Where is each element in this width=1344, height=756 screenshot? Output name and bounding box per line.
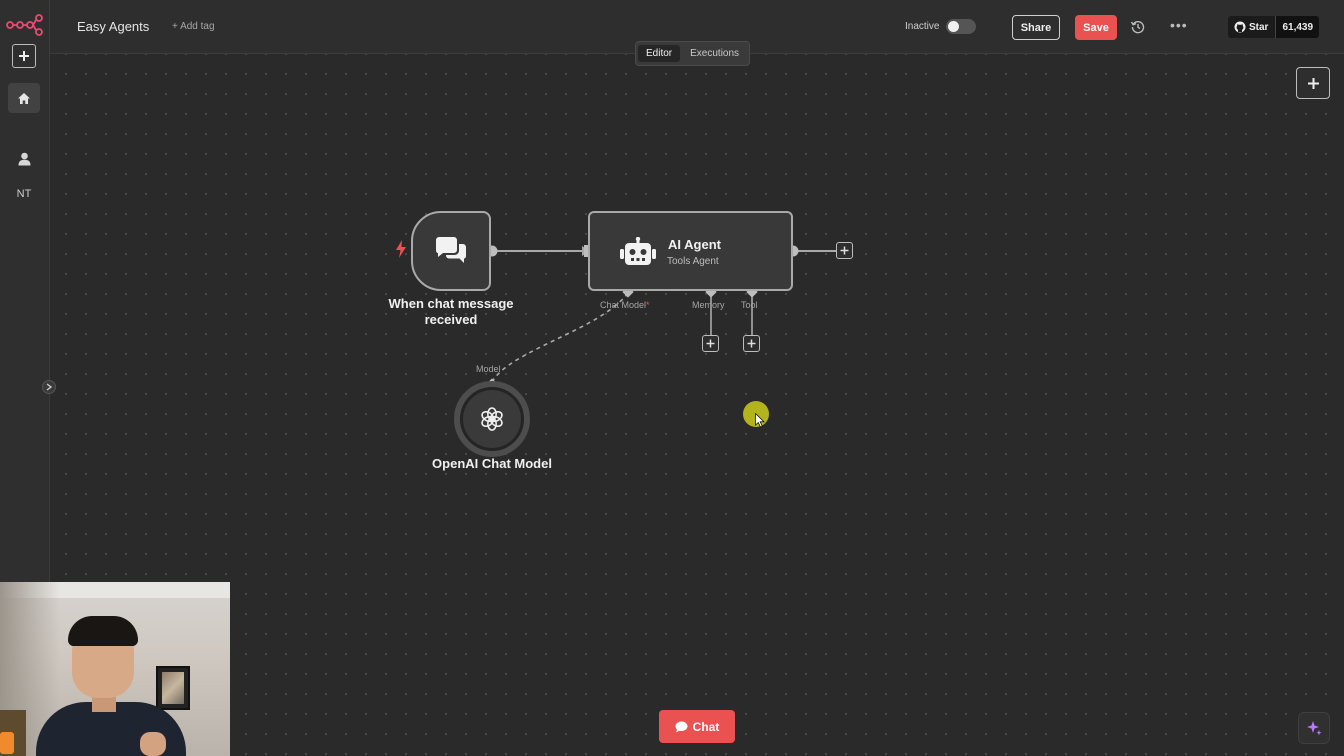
github-icon	[1234, 21, 1246, 33]
add-memory-button[interactable]	[702, 335, 719, 352]
sparkle-icon	[1307, 721, 1322, 736]
github-star-count: 61,439	[1276, 16, 1320, 38]
history-icon[interactable]	[1130, 19, 1146, 35]
tab-executions[interactable]: Executions	[690, 48, 740, 59]
node-openai-inner	[463, 390, 521, 448]
save-button[interactable]: Save	[1075, 15, 1117, 40]
workflow-name[interactable]: Easy Agents	[77, 19, 150, 34]
required-marker: *	[646, 300, 650, 310]
node-ai-agent[interactable]: AI Agent Tools Agent	[588, 211, 793, 291]
sidebar-expand-button[interactable]	[42, 380, 56, 394]
user-icon	[18, 152, 30, 166]
open-chat-button[interactable]: Chat	[659, 710, 735, 743]
home-icon	[18, 92, 30, 104]
plus-icon	[747, 339, 756, 348]
node-openai-chat-model[interactable]	[454, 381, 530, 457]
add-workflow-button[interactable]	[12, 44, 36, 68]
toggle-knob	[948, 21, 959, 32]
github-star-button[interactable]: Star	[1228, 16, 1277, 38]
ai-assistant-button[interactable]	[1298, 712, 1330, 744]
more-options-icon[interactable]: •••	[1170, 17, 1188, 33]
chat-bubbles-icon	[436, 237, 466, 263]
github-star-widget[interactable]: Star 61,439	[1228, 16, 1320, 38]
plus-icon	[840, 246, 849, 255]
plus-icon	[19, 51, 29, 61]
model-port-label: Model	[476, 364, 501, 374]
webcam-presenter-hair	[68, 616, 138, 646]
add-node-button[interactable]	[1296, 67, 1330, 99]
webcam-presenter-hand	[140, 732, 166, 756]
share-button[interactable]: Share	[1012, 15, 1060, 40]
openai-icon	[481, 407, 503, 431]
webcam-overlay	[0, 582, 230, 756]
add-tool-button[interactable]	[743, 335, 760, 352]
tool-port-label: Tool	[741, 300, 758, 310]
view-tabs: Editor Executions	[635, 41, 751, 66]
sidebar-item-home[interactable]	[8, 83, 40, 113]
robot-icon	[620, 237, 656, 265]
n8n-logo-icon[interactable]	[6, 14, 44, 36]
node-openai-chat-model-label: OpenAI Chat Model	[432, 456, 552, 471]
chevron-right-icon	[46, 383, 52, 391]
chat-model-port-text: Chat Model	[600, 300, 647, 310]
plus-icon	[1307, 77, 1319, 89]
plus-icon	[706, 339, 715, 348]
node-ai-agent-title: AI Agent	[668, 237, 721, 252]
add-tag-button[interactable]: + Add tag	[172, 21, 215, 32]
mouse-pointer-icon	[755, 413, 765, 428]
trigger-bolt-icon	[396, 240, 406, 258]
open-chat-label: Chat	[692, 719, 720, 734]
node-chat-trigger[interactable]	[411, 211, 491, 291]
active-status-label: Inactive	[905, 21, 940, 32]
node-ai-agent-subtitle: Tools Agent	[667, 256, 719, 267]
active-toggle[interactable]	[946, 19, 976, 34]
memory-port-label: Memory	[692, 300, 725, 310]
webcam-frame-picture	[162, 672, 184, 704]
chat-icon	[675, 721, 688, 732]
github-star-label: Star	[1249, 21, 1269, 33]
sidebar-item-user[interactable]	[11, 146, 37, 172]
webcam-lamp	[0, 732, 14, 754]
tab-editor[interactable]: Editor	[638, 45, 681, 62]
webcam-wall-frame	[156, 666, 190, 710]
chat-model-port-label: Chat Model*	[600, 300, 650, 310]
add-next-node-button[interactable]	[836, 242, 853, 259]
workflow-canvas[interactable]	[50, 54, 1344, 756]
node-chat-trigger-label: When chat message received	[388, 296, 514, 327]
user-initials[interactable]: NT	[16, 188, 32, 200]
